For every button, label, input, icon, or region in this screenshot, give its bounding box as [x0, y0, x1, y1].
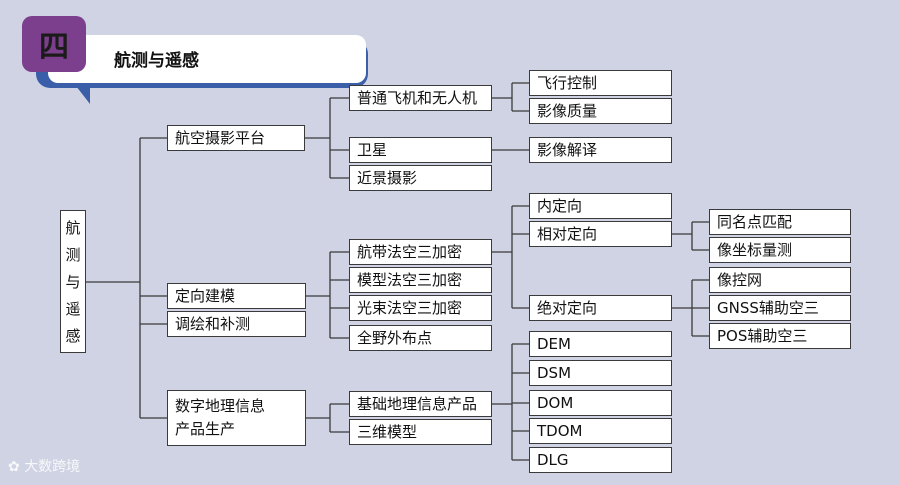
root-char: 遥 — [65, 300, 81, 318]
node-dlg: DLG — [529, 447, 672, 473]
node-flight-control: 飞行控制 — [529, 70, 672, 96]
node-image-coord-measure: 像坐标量测 — [709, 237, 851, 263]
node-digital-line1: 数字地理信息 — [175, 397, 266, 415]
node-dom: DOM — [529, 390, 672, 416]
node-image-quality: 影像质量 — [529, 98, 672, 124]
node-image-interpretation: 影像解译 — [529, 137, 672, 163]
root-char: 测 — [65, 246, 81, 264]
node-dem: DEM — [529, 331, 672, 357]
section-title: 航测与遥感 — [114, 51, 199, 71]
node-tdom: TDOM — [529, 418, 672, 444]
root-node: 航 测 与 遥 感 — [60, 210, 86, 353]
node-digital-geo-production: 数字地理信息 产品生产 — [167, 390, 306, 446]
node-3d-model: 三维模型 — [349, 419, 492, 445]
root-char: 感 — [65, 327, 81, 345]
node-aircraft-uav: 普通飞机和无人机 — [349, 85, 492, 111]
node-survey-supplement: 调绘和补测 — [167, 311, 306, 337]
node-model-aerotriangulation: 模型法空三加密 — [349, 267, 492, 293]
node-relative-orientation: 相对定向 — [529, 221, 672, 247]
root-char: 航 — [65, 219, 81, 237]
watermark-logo-icon: ✿ — [8, 459, 25, 475]
node-homonymous-matching: 同名点匹配 — [709, 209, 851, 235]
node-digital-line2: 产品生产 — [175, 420, 236, 438]
node-gnss-aided-at: GNSS辅助空三 — [709, 295, 851, 321]
node-inner-orientation: 内定向 — [529, 193, 672, 219]
root-char: 与 — [65, 273, 81, 291]
node-absolute-orientation: 绝对定向 — [529, 295, 672, 321]
banner-white-band — [48, 35, 366, 83]
node-aerial-platform: 航空摄影平台 — [167, 125, 305, 151]
node-dsm: DSM — [529, 360, 672, 386]
node-close-range: 近景摄影 — [349, 165, 492, 191]
node-pos-aided-at: POS辅助空三 — [709, 323, 851, 349]
node-field-control: 全野外布点 — [349, 325, 492, 351]
section-number-badge: 四 — [22, 16, 86, 72]
node-satellite: 卫星 — [349, 137, 492, 163]
node-basic-geo-products: 基础地理信息产品 — [349, 391, 492, 417]
section-banner: 四 航测与遥感 — [22, 16, 370, 106]
node-image-control-network: 像控网 — [709, 267, 851, 293]
node-orientation-modeling: 定向建模 — [167, 283, 306, 309]
watermark: ✿ 大数跨境 — [8, 456, 80, 476]
node-strip-aerotriangulation: 航带法空三加密 — [349, 239, 492, 265]
watermark-text: 大数跨境 — [24, 459, 81, 475]
node-bundle-aerotriangulation: 光束法空三加密 — [349, 295, 492, 321]
